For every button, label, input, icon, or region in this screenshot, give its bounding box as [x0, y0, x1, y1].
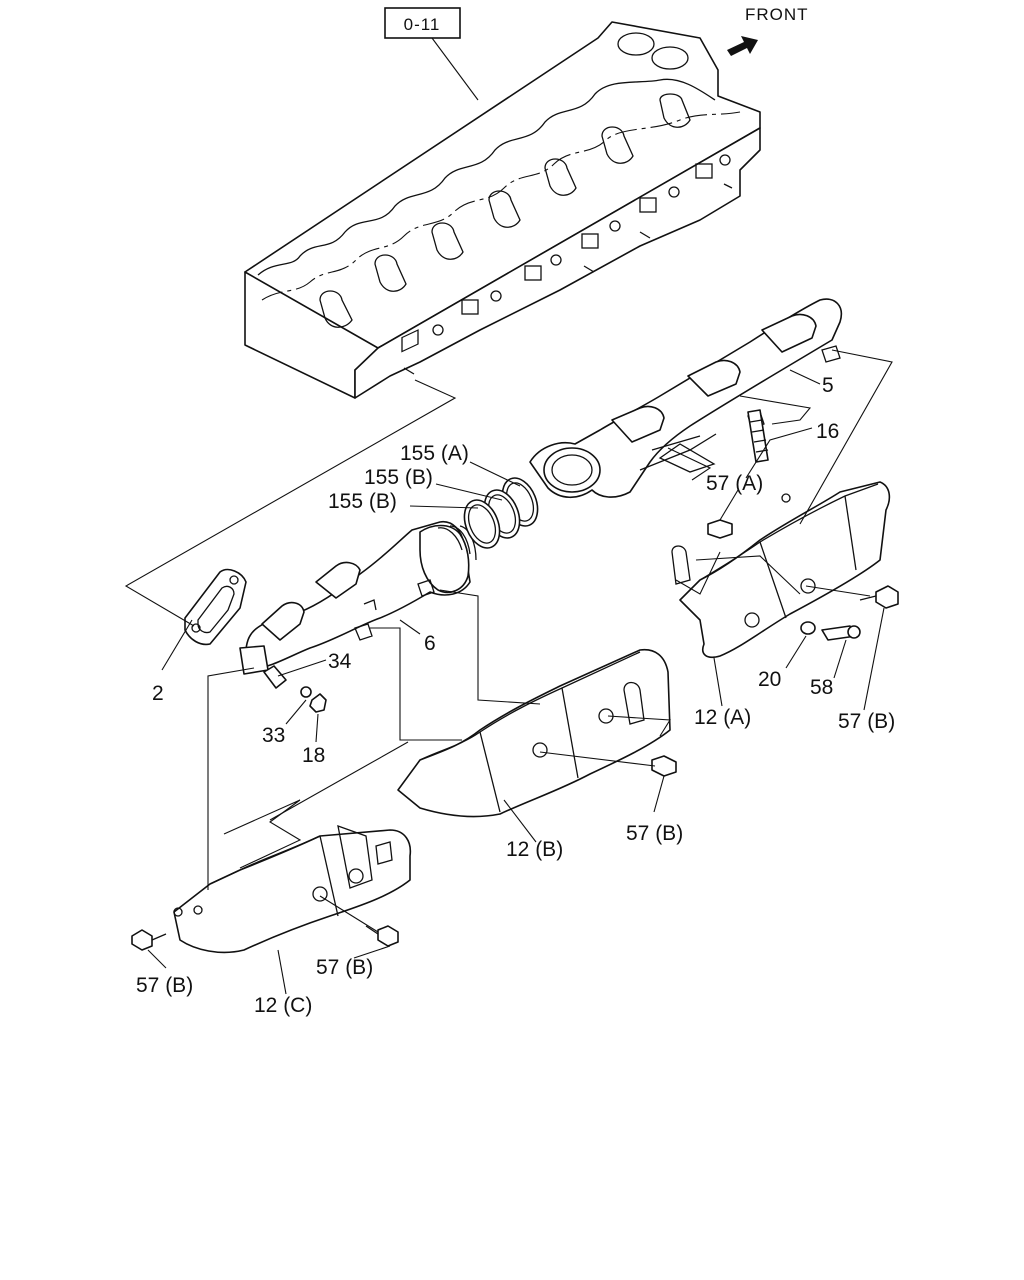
assembly-lines — [124, 349, 893, 933]
bolt-57b-left[interactable] — [131, 929, 167, 951]
callout-57a[interactable]: 57 (A) — [706, 472, 763, 495]
callout-57b-lower-right[interactable]: 57 (B) — [316, 956, 373, 979]
front-arrow-icon — [727, 36, 758, 56]
bolt-57b-lower-right[interactable] — [365, 925, 399, 947]
callout-58[interactable]: 58 — [810, 676, 833, 699]
callout-57b-right[interactable]: 57 (B) — [838, 710, 895, 733]
callout-12a[interactable]: 12 (A) — [694, 706, 751, 729]
bolt-57b-right[interactable] — [859, 585, 899, 609]
callout-12c[interactable]: 12 (C) — [254, 994, 312, 1017]
reference-box[interactable]: 0-11 — [384, 7, 461, 39]
callout-18[interactable]: 18 — [302, 744, 325, 767]
stud-34[interactable] — [263, 665, 287, 689]
callout-57b-left[interactable]: 57 (B) — [136, 974, 193, 997]
sealing-rings[interactable] — [458, 473, 544, 553]
cylinder-head — [244, 21, 761, 399]
stud-16[interactable] — [747, 409, 769, 463]
callout-34[interactable]: 34 — [328, 650, 352, 673]
callout-labels: 5 16 155 (A) 155 (B) 155 (B) 57 (A) 6 2 … — [136, 374, 895, 1017]
heat-shield-12b[interactable] — [397, 648, 671, 818]
callout-16[interactable]: 16 — [816, 420, 839, 443]
callout-155b-lower[interactable]: 155 (B) — [328, 490, 397, 513]
bolt-57a[interactable] — [707, 519, 733, 539]
callout-33[interactable]: 33 — [262, 724, 285, 747]
washer-20[interactable] — [800, 621, 816, 635]
callout-12b[interactable]: 12 (B) — [506, 838, 563, 861]
front-label: FRONT — [745, 5, 809, 24]
spacer-58[interactable] — [821, 625, 861, 641]
bolt-57b-middle[interactable] — [651, 755, 677, 777]
callout-155b-upper[interactable]: 155 (B) — [364, 466, 433, 489]
heat-shield-12c[interactable] — [173, 825, 412, 954]
front-exhaust-manifold[interactable] — [529, 298, 842, 499]
callout-57b-middle[interactable]: 57 (B) — [626, 822, 683, 845]
front-indicator: FRONT — [727, 5, 809, 56]
rear-exhaust-manifold[interactable] — [239, 520, 477, 675]
callout-20[interactable]: 20 — [758, 668, 781, 691]
leader-lines — [147, 369, 885, 995]
washer-33[interactable] — [300, 686, 312, 698]
gasket[interactable] — [184, 568, 247, 646]
callout-5[interactable]: 5 — [822, 374, 834, 397]
callout-2[interactable]: 2 — [152, 682, 164, 705]
reference-box-label: 0-11 — [404, 15, 441, 34]
nut-18[interactable] — [309, 693, 327, 713]
heat-shield-12a[interactable] — [671, 481, 891, 659]
callout-6[interactable]: 6 — [424, 632, 436, 655]
callout-155a[interactable]: 155 (A) — [400, 442, 469, 465]
